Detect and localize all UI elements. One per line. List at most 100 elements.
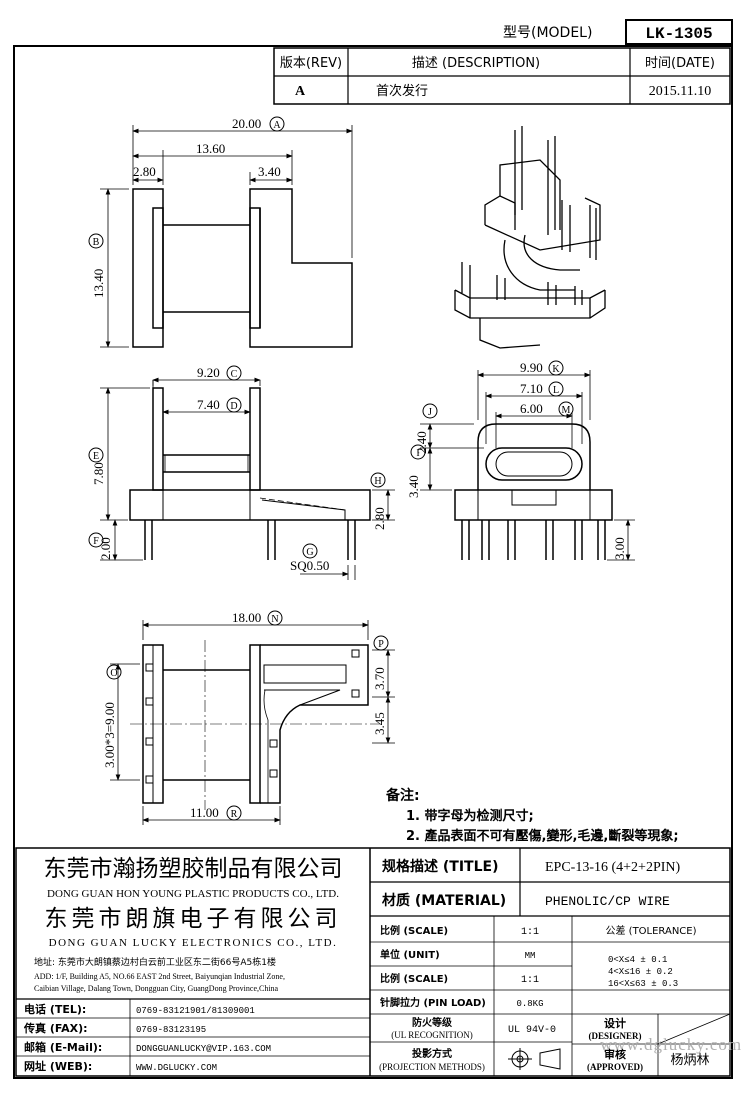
contact-web-label: 网址 (WEB): — [24, 1059, 92, 1073]
spec-tol-2: 4<X≤16 ± 0.2 — [608, 967, 673, 977]
dim-side-k: 9.90 — [520, 360, 543, 375]
rev-col-header: 版本(REV) — [280, 56, 342, 71]
model-value: LK-1305 — [645, 25, 712, 43]
tag-o-label: O — [110, 668, 117, 679]
dim-front-c: 9.20 — [197, 365, 220, 380]
front-view — [100, 377, 395, 580]
tag-k-marker — [548, 360, 564, 376]
rev-value: A — [295, 84, 306, 99]
tag-m-marker — [558, 401, 574, 417]
spec-material-value: PHENOLIC/CP WIRE — [545, 894, 670, 909]
spec-ul-value: UL 94V-0 — [508, 1025, 556, 1036]
dim-front-d: 7.40 — [197, 397, 220, 412]
model-label: 型号(MODEL) — [503, 25, 592, 41]
dim-top-right: 3.40 — [258, 164, 281, 179]
projection-symbol-icon — [508, 1048, 561, 1070]
dim-bottom-r1: 3.70 — [372, 667, 387, 690]
tag-o-marker — [106, 664, 122, 680]
contact-web-value: WWW.DGLUCKY.COM — [136, 1063, 217, 1073]
date-value: 2015.11.10 — [649, 84, 711, 99]
company-en-1: DONG GUAN HON YOUNG PLASTIC PRODUCTS CO.… — [47, 888, 339, 900]
tag-n-marker — [267, 610, 283, 626]
spec-unit-value: MM — [525, 951, 536, 961]
tag-j-marker — [422, 403, 438, 419]
tag-r-label: R — [231, 809, 238, 820]
dim-top-left: 2.80 — [133, 164, 156, 179]
tag-l-marker — [548, 381, 564, 397]
dim-side-m: 6.00 — [520, 401, 543, 416]
spec-tol-label: 公差 (TOLERANCE) — [605, 924, 696, 937]
spec-material-label: 材质 (MATERIAL) — [382, 892, 506, 909]
spec-scale-label: 比例 (SCALE) — [380, 924, 448, 937]
contact-tel-value: 0769-83121901/81309001 — [136, 1006, 255, 1016]
spec-ul-label-1: 防火等级 — [412, 1016, 453, 1029]
spec-scale2-label: 比例 (SCALE) — [380, 972, 448, 985]
dim-front-h: 2.80 — [372, 507, 387, 530]
spec-proj-label-1: 投影方式 — [412, 1047, 452, 1060]
contact-tel-label: 电话 (TEL): — [24, 1002, 86, 1016]
dim-side-l: 7.10 — [520, 381, 543, 396]
desc-col-header: 描述 (DESCRIPTION) — [412, 56, 540, 71]
tag-k-label: K — [552, 364, 560, 375]
dim-top-inner: 13.60 — [196, 141, 225, 156]
tag-p-label: P — [378, 639, 384, 650]
company-cn-1: 东莞市瀚扬塑胶制品有限公司 — [44, 856, 343, 882]
tag-h-label: H — [374, 476, 381, 487]
side-view — [420, 370, 635, 561]
watermark-text: www.dglucky.com — [600, 1035, 742, 1054]
spec-ul-label-2: (UL RECOGNITION) — [391, 1030, 472, 1040]
dim-bottom-o: 3.00*3=9.00 — [102, 702, 117, 768]
top-view — [100, 125, 353, 348]
company-addr-cn: 地址: 东莞市大朗镇蔡边村白云前工业区东二街66号A5栋1楼 — [34, 956, 276, 968]
tag-c-label: C — [231, 369, 238, 380]
spec-pin-label: 针脚拉力 (PIN LOAD) — [380, 996, 486, 1009]
tag-b-marker — [88, 233, 104, 249]
tag-i-marker — [410, 444, 426, 460]
isometric-view — [454, 126, 606, 349]
tag-f-label: F — [93, 536, 99, 547]
bottom-view — [110, 620, 395, 825]
tag-e-marker — [88, 447, 104, 463]
spec-scale-value: 1:1 — [521, 927, 539, 938]
dim-pin-g: SQ0.50 — [290, 558, 329, 573]
tag-n-label: N — [271, 614, 278, 625]
tag-g-label: G — [306, 547, 313, 558]
contact-email-value: DONGGUANLUCKY@VIP.163.COM — [136, 1044, 271, 1054]
tag-d-label: D — [230, 401, 237, 412]
header-block: 型号(MODEL) LK-1305 版本(REV) 描述 (DESCRIPTIO… — [13, 19, 733, 1079]
dim-front-e: 7.80 — [91, 462, 106, 485]
spec-proj-label-2: (PROJECTION METHODS) — [379, 1062, 485, 1072]
spec-approver: 杨炳林 — [670, 1053, 709, 1068]
tag-a-label: A — [273, 120, 281, 131]
dim-bottom-r2: 3.45 — [372, 712, 387, 735]
dim-side-pin: 3.00 — [612, 537, 627, 560]
spec-tol-3: 16<X≤63 ± 0.3 — [608, 979, 678, 989]
spec-designer-1: 设计 — [604, 1016, 626, 1030]
notes-title: 备注: — [385, 787, 420, 804]
company-addr-en-2: Caibian Village, Dalang Town, Dongguan C… — [34, 984, 279, 993]
tag-a-marker — [269, 116, 285, 132]
dim-top-height: 13.40 — [91, 269, 106, 298]
tag-b-label: B — [93, 237, 100, 248]
contact-email-label: 邮箱 (E-Mail): — [24, 1040, 102, 1054]
tag-p-marker — [373, 635, 389, 651]
date-col-header: 时间(DATE) — [645, 56, 715, 71]
spec-tol-1: 0<X≤4 ± 0.1 — [608, 955, 667, 965]
tag-d-marker — [226, 397, 242, 413]
company-cn-2: 东莞市朗旗电子有限公司 — [45, 906, 342, 932]
tag-h-marker — [370, 472, 386, 488]
title-block — [15, 847, 731, 1077]
spec-approved-2: (APPROVED) — [587, 1062, 643, 1072]
dim-side-j: 2.40 — [414, 431, 429, 454]
tag-e-label: E — [93, 451, 99, 462]
tag-i-label: I — [416, 448, 419, 459]
spec-designer-2: (DESIGNER) — [588, 1031, 641, 1041]
dim-top-width: 20.00 — [232, 116, 261, 131]
company-en-2: DONG GUAN LUCKY ELECTRONICS CO., LTD. — [49, 937, 338, 949]
spec-pin-value: 0.8KG — [516, 999, 543, 1009]
tag-f-marker — [88, 532, 104, 548]
spec-title-label: 规格描述 (TITLE) — [382, 858, 498, 875]
contact-fax-value: 0769-83123195 — [136, 1025, 206, 1035]
company-addr-en-1: ADD: 1/F, Building A5, NO.66 EAST 2nd St… — [34, 972, 285, 981]
dim-side-i: 3.40 — [406, 475, 421, 498]
